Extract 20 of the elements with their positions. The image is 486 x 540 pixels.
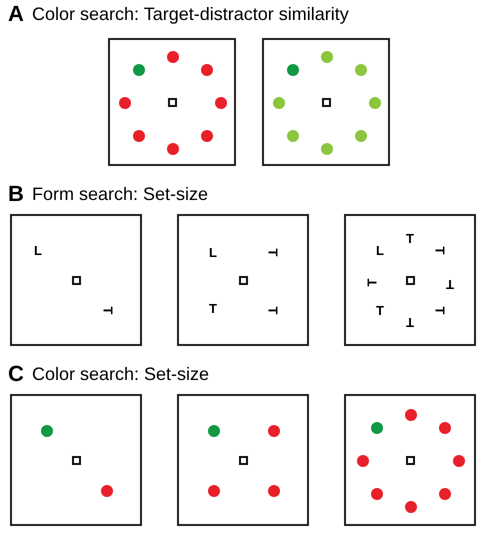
- letter-stimulus: T: [405, 316, 415, 329]
- letter-stimulus: T: [445, 278, 455, 291]
- panel-letter: A: [8, 2, 24, 26]
- letter-stimulus: L: [33, 244, 43, 257]
- letter-stimulus: T: [102, 306, 114, 316]
- letter-stimulus: L: [208, 246, 218, 259]
- letter-stimulus: T: [208, 302, 218, 315]
- letter-stimulus: T: [366, 278, 378, 288]
- letter-stimulus: T: [375, 304, 385, 317]
- letter-stimulus: T: [266, 248, 280, 258]
- panel-letter: B: [8, 182, 24, 206]
- panel-heading: Color search: Target-distractor similarity: [32, 3, 349, 26]
- letter-stimulus: T: [266, 306, 280, 316]
- panel-letter: C: [8, 362, 24, 386]
- letter-stimulus: T: [405, 232, 415, 245]
- letter-stimulus: T: [434, 306, 446, 316]
- letter-stimulus: T: [434, 246, 446, 256]
- panel-heading: Form search: Set-size: [32, 183, 208, 206]
- panel-heading: Color search: Set-size: [32, 363, 210, 386]
- letter-stimulus: L: [375, 244, 385, 257]
